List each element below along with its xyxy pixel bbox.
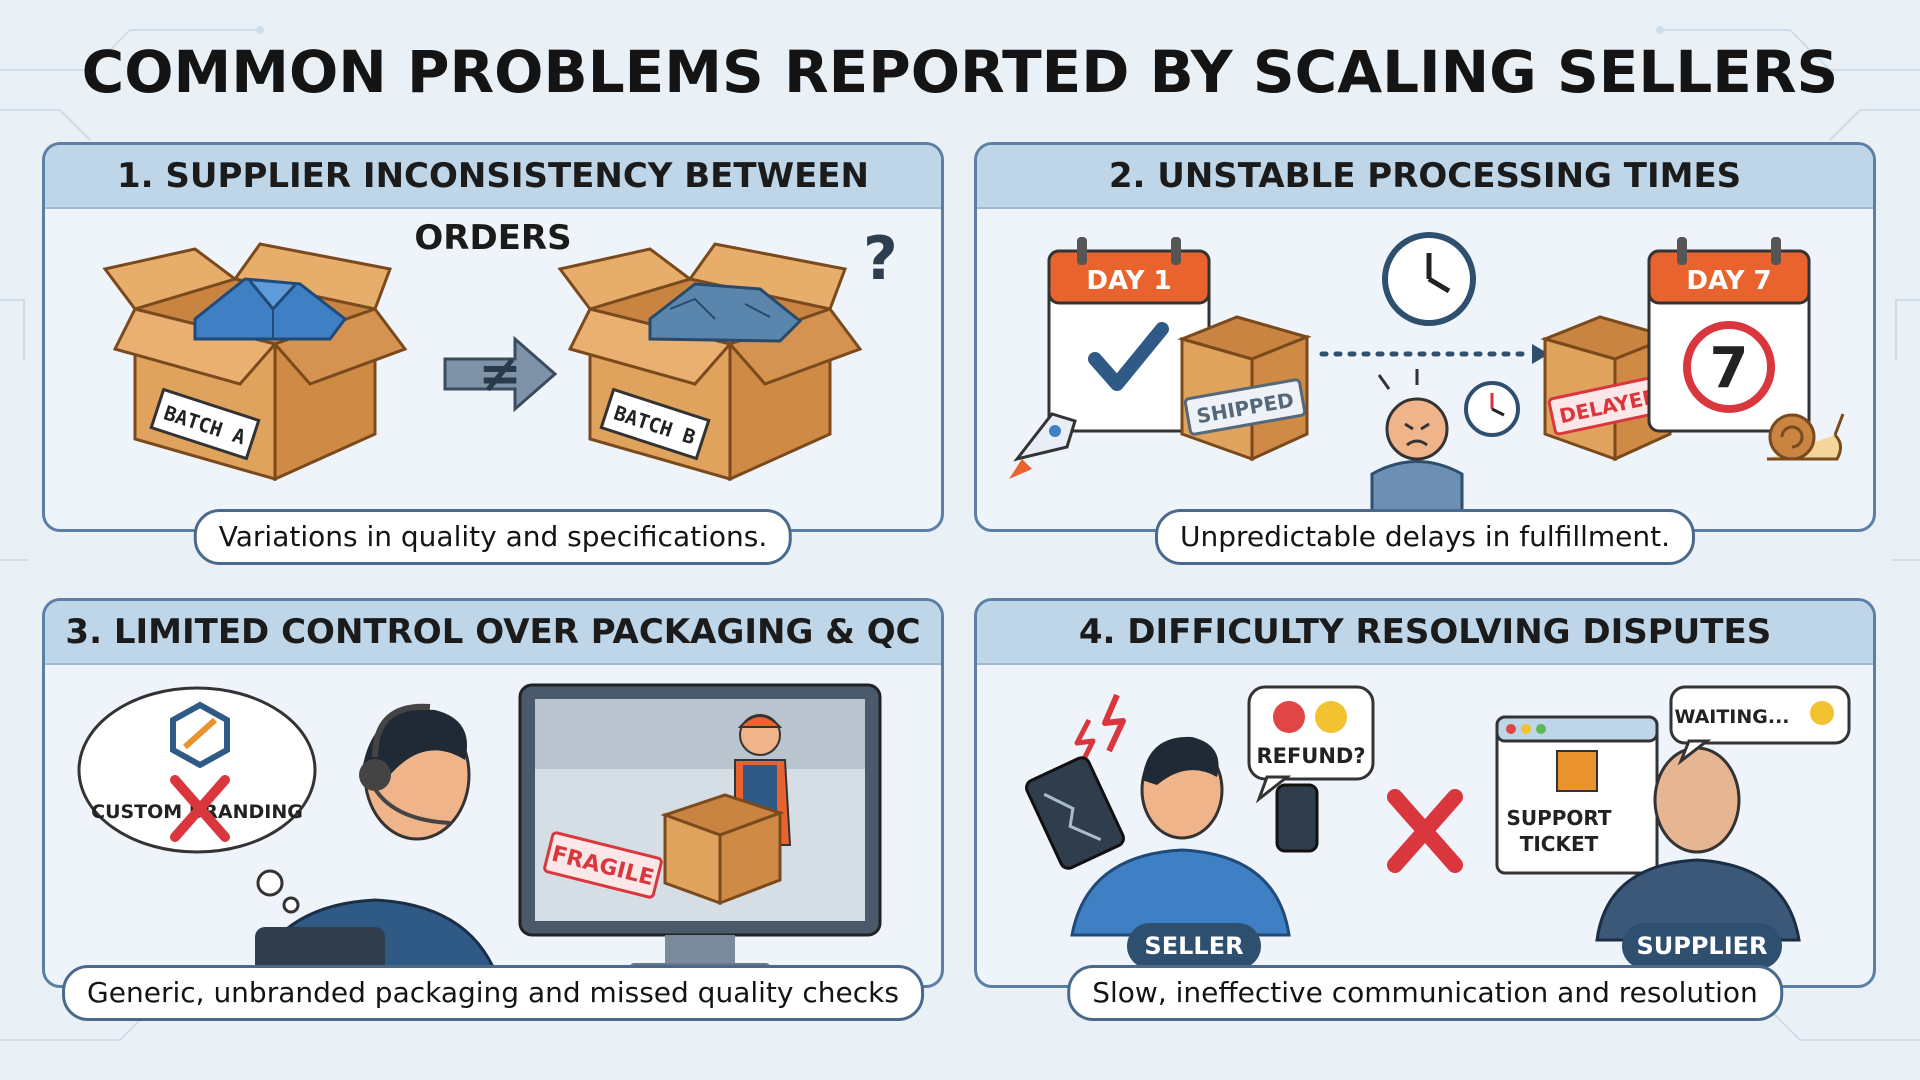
shirt-icon	[648, 282, 803, 343]
panel-illustration: REFUND? SELLER	[1025, 685, 1851, 969]
panel-packaging-qc: 3. LIMITED CONTROL OVER PACKAGING & QC C…	[42, 598, 944, 1021]
panel-illustration: BATCH A ≠ ? BATCH B	[102, 224, 898, 482]
waiting-bubble: WAITING...	[1669, 685, 1851, 766]
panel-illustration: DAY 1 SHIPPED	[1009, 232, 1845, 526]
supplier-badge: SUPPLIER	[1622, 923, 1782, 969]
svg-text:WAITING...: WAITING...	[1674, 706, 1789, 728]
panel-caption: Unpredictable delays in fulfillment.	[1154, 509, 1696, 565]
svg-text:SUPPORT: SUPPORT	[1506, 806, 1611, 830]
x-mark-icon	[170, 775, 230, 842]
clock-icon	[1382, 232, 1476, 326]
svg-text:DAY 7: DAY 7	[1686, 266, 1771, 296]
stressed-person-icon	[1370, 369, 1464, 526]
angry-emoji-icon	[1273, 701, 1305, 733]
rocket-icon	[1009, 412, 1077, 479]
panel-resolving-disputes: 4. DIFFICULTY RESOLVING DISPUTES REFUND?…	[974, 598, 1876, 1021]
panel-heading: 2. UNSTABLE PROCESSING TIMES	[977, 145, 1873, 209]
svg-text:7: 7	[1710, 336, 1749, 401]
shirt-icon	[193, 277, 348, 341]
panel-heading: 1. SUPPLIER INCONSISTENCY BETWEEN ORDERS	[45, 145, 941, 258]
not-equal-arrow-icon: ≠	[443, 335, 558, 413]
svg-text:DAY 1: DAY 1	[1086, 266, 1171, 296]
panel-illustration: CUSTOM BRANDING	[77, 683, 882, 985]
panel-unstable-processing: 2. UNSTABLE PROCESSING TIMES DAY 1 SHIPP…	[974, 142, 1876, 565]
browser-ticket-icon: SUPPORT TICKET	[1495, 715, 1659, 875]
seller-badge: SELLER	[1127, 923, 1261, 969]
angry-emoji-icon	[1315, 701, 1347, 733]
panel-caption: Variations in quality and specifications…	[193, 509, 793, 565]
panel-heading: 4. DIFFICULTY RESOLVING DISPUTES	[977, 601, 1873, 665]
x-mark-icon	[1387, 789, 1463, 873]
calendar-icon: DAY 1	[1047, 237, 1211, 433]
svg-text:REFUND?: REFUND?	[1256, 744, 1365, 768]
checkmark-icon	[1088, 322, 1169, 391]
clock-icon	[1464, 381, 1520, 437]
svg-text:≠: ≠	[478, 344, 522, 404]
box-icon	[1177, 315, 1312, 462]
panel-caption: Slow, ineffective communication and reso…	[1067, 965, 1783, 1021]
supplier-icon	[1595, 746, 1801, 942]
svg-text:SUPPLIER: SUPPLIER	[1636, 932, 1767, 960]
box-icon	[660, 793, 785, 906]
box-icon	[557, 242, 863, 482]
shrug-icon	[1810, 701, 1834, 725]
panel-heading: 3. LIMITED CONTROL OVER PACKAGING & QC	[45, 601, 941, 665]
snail-icon	[1767, 413, 1845, 461]
svg-text:SELLER: SELLER	[1144, 932, 1243, 960]
page-title: COMMON PROBLEMS REPORTED BY SCALING SELL…	[81, 38, 1839, 106]
svg-text:TICKET: TICKET	[1520, 832, 1599, 856]
seller-icon	[1070, 736, 1319, 937]
brand-logo-icon	[170, 701, 230, 769]
refund-bubble: REFUND?	[1247, 685, 1375, 804]
thought-cloud-icon	[77, 686, 317, 914]
panel-caption: Generic, unbranded packaging and missed …	[62, 965, 924, 1021]
broken-phone-icon	[1025, 756, 1125, 870]
calendar-icon: DAY 7 7	[1647, 237, 1811, 433]
question-icon: ?	[863, 224, 898, 294]
panel-supplier-inconsistency: 1. SUPPLIER INCONSISTENCY BETWEEN ORDERS…	[42, 142, 944, 565]
